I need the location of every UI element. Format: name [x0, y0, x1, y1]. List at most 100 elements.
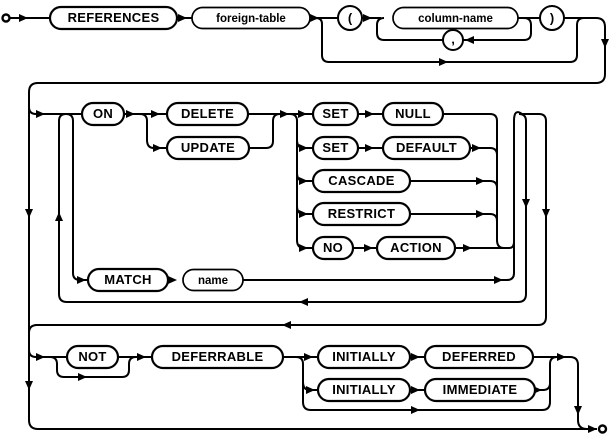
arrowhead-right: [411, 406, 420, 414]
node-deferred-label: DEFERRED: [442, 349, 516, 364]
arrowhead-right: [411, 353, 420, 361]
node-on: ON: [80, 101, 126, 127]
node-set-1-box: [311, 101, 360, 127]
arrowhead-right: [472, 144, 481, 152]
node-deferrable: DEFERRABLE: [150, 344, 285, 370]
node-delete-box: [165, 101, 250, 127]
arrowhead-right: [365, 144, 374, 152]
node-update-label: UPDATE: [181, 140, 235, 155]
node-foreign-table-label: foreign-table: [216, 13, 286, 25]
node-delete: DELETE: [165, 101, 250, 127]
node-open-paren-circle: [337, 5, 363, 31]
node-immediate-label: IMMEDIATE: [443, 382, 518, 397]
node-initially-1: INITIALLY: [316, 344, 412, 370]
node-no-label: NO: [323, 240, 343, 255]
line-match-branch: [65, 113, 88, 281]
node-no: NO: [311, 235, 355, 261]
node-foreign-table: foreign-table: [191, 6, 311, 30]
arrowhead-right: [299, 144, 308, 152]
node-initially-2-label: INITIALLY: [332, 382, 396, 397]
node-set-1-label: SET: [322, 106, 348, 121]
node-null-box: [381, 101, 445, 127]
line-cascade-merge: [410, 180, 498, 189]
node-action-label: ACTION: [390, 240, 442, 255]
node-null: NULL: [381, 101, 445, 127]
arrowhead-right: [151, 110, 160, 118]
line-repeat-loopback: [58, 113, 527, 303]
node-column-name-label: column-name: [418, 13, 493, 25]
line-initially-bypass: [302, 356, 558, 411]
arrowhead-right: [557, 353, 566, 361]
node-set-2: SET: [311, 135, 360, 161]
arrowhead-right: [439, 58, 448, 66]
arrowhead-right: [299, 210, 308, 218]
node-initially-1-box: [316, 344, 412, 370]
arrowhead-right: [494, 276, 503, 284]
arrowhead-right: [36, 110, 45, 118]
arrowhead-right: [153, 144, 162, 152]
arrowhead-right: [280, 110, 289, 118]
arrowhead-right: [365, 110, 374, 118]
arrowhead-right: [168, 276, 177, 284]
node-not-label: NOT: [78, 349, 106, 364]
node-deferrable-label: DEFERRABLE: [172, 349, 264, 364]
node-close-paren: ): [539, 5, 565, 31]
line-main-wrap: [28, 17, 606, 430]
arrowhead-down: [25, 381, 33, 390]
node-on-label: ON: [93, 106, 113, 121]
node-references: REFERENCES: [48, 5, 179, 31]
arrowhead-up: [55, 212, 63, 221]
arrowhead-right: [310, 14, 319, 22]
node-update: UPDATE: [165, 135, 251, 161]
node-immediate: IMMEDIATE: [423, 377, 537, 403]
node-set-1: SET: [311, 101, 360, 127]
line-initially-row2-branch: [295, 356, 318, 391]
node-not-box: [65, 344, 120, 370]
arrowhead-right: [364, 244, 373, 252]
node-restrict-label: RESTRICT: [328, 206, 395, 221]
node-cascade-label: CASCADE: [328, 173, 394, 188]
line-immediate-merge: [535, 365, 551, 391]
node-restrict: RESTRICT: [311, 201, 412, 227]
node-deferrable-box: [150, 344, 285, 370]
node-foreign-table-box: [191, 6, 311, 30]
line-restrict-merge: [410, 213, 498, 222]
node-name: name: [182, 268, 244, 292]
arrowhead-right: [306, 386, 315, 394]
node-open-paren-label: (: [348, 11, 353, 26]
node-name-label: name: [198, 275, 228, 287]
line-not-entry: [28, 349, 67, 358]
node-set-2-label: SET: [322, 140, 348, 155]
arrowhead-down: [522, 199, 530, 208]
node-cascade-box: [311, 168, 412, 194]
node-no-box: [311, 235, 355, 261]
node-default-label: DEFAULT: [396, 140, 457, 155]
arrowhead-right: [363, 14, 372, 22]
node-close-paren-circle: [539, 5, 565, 31]
line-null-merge-down: [443, 113, 515, 249]
node-delete-label: DELETE: [181, 106, 234, 121]
node-name-box: [182, 268, 244, 292]
arrowhead-right: [78, 373, 87, 381]
node-null-label: NULL: [395, 106, 431, 121]
node-comma-circle: [442, 29, 464, 51]
arrowhead-down: [574, 406, 582, 415]
node-restrict-box: [311, 201, 412, 227]
arrowhead-right: [476, 177, 485, 185]
arrowhead-right: [411, 386, 420, 394]
node-references-box: [48, 5, 179, 31]
arrowhead-right: [463, 244, 472, 252]
node-action: ACTION: [375, 235, 457, 261]
arrowhead-right: [19, 14, 28, 22]
arrowhead-right: [588, 425, 597, 433]
arrowhead-right: [77, 276, 86, 284]
node-comma-label: ,: [451, 32, 455, 47]
node-initially-1-label: INITIALLY: [332, 349, 396, 364]
node-initially-2-box: [316, 377, 412, 403]
end-terminal: [597, 424, 608, 434]
arrowhead-right: [178, 14, 187, 22]
arrowhead-right: [298, 110, 307, 118]
arrowhead-down: [601, 39, 609, 48]
